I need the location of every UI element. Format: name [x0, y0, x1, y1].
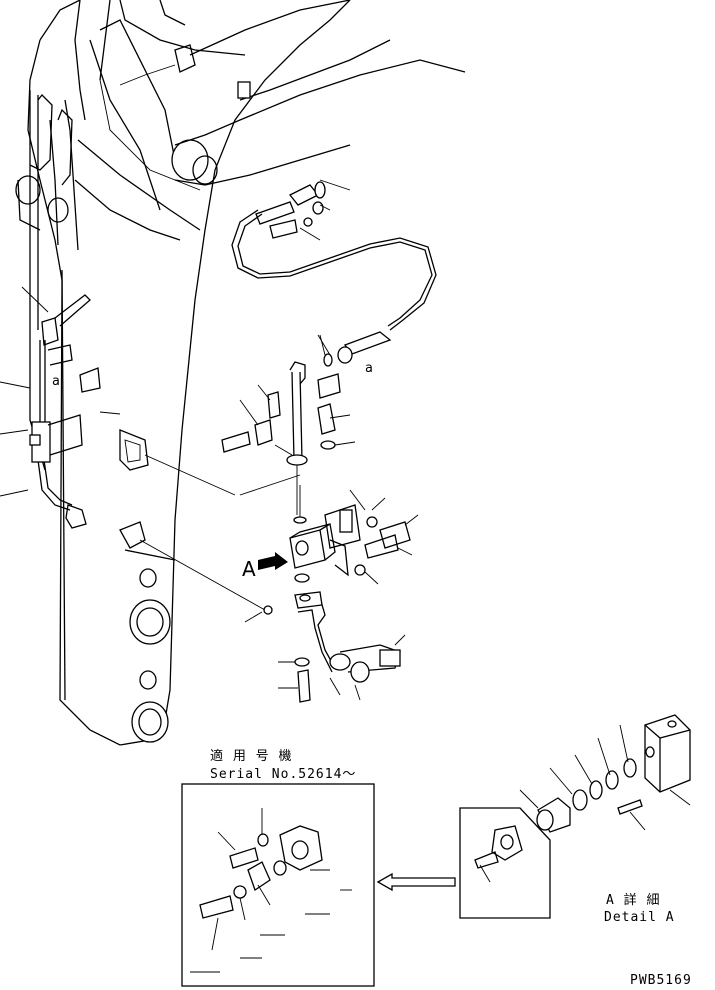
detail-a-en: Detail A	[604, 910, 675, 925]
boom-arm	[15, 0, 466, 746]
small-a-label-1: a	[52, 374, 61, 389]
serial-inset-box	[181, 783, 375, 987]
left-hose-assembly	[0, 286, 121, 529]
detail-pointer-arrow	[376, 872, 456, 892]
detail-a-jp: A 詳 細	[606, 892, 660, 908]
callout-a: A	[242, 557, 256, 581]
drawing-code: PWB5169	[630, 973, 692, 988]
center-pipe-assembly	[221, 334, 356, 524]
valve-block-assembly	[258, 489, 419, 585]
center-hose-loop	[231, 179, 437, 367]
applicable-serial-jp: 適 用 号 機	[210, 748, 292, 764]
small-a-label-2: a	[365, 361, 374, 376]
serial-number: Serial No.52614～	[210, 767, 356, 782]
lower-pipe-assembly	[244, 591, 406, 703]
detail-a-box	[459, 714, 691, 919]
